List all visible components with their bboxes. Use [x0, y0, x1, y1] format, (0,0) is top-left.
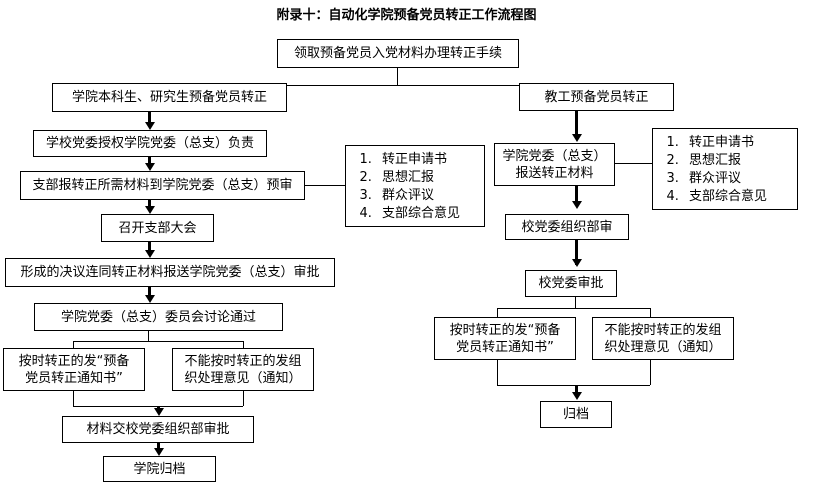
connector-right-split-bus — [497, 308, 650, 309]
list-item: 思想汇报 — [683, 152, 793, 170]
node-left-branch-head: 学院本科生、研究生预备党员转正 — [52, 83, 287, 112]
node-left-2: 支部报转正所需材料到学院党委（总支）预审 — [20, 171, 305, 200]
list-item: 群众评议 — [683, 170, 793, 188]
node-left-7: 材料交校党委组织部审批 — [62, 416, 254, 443]
connector-right-split-b — [650, 308, 651, 318]
connector-right-1 — [575, 111, 578, 139]
connector-right-merge-b — [650, 360, 651, 385]
node-left-6b: 不能按时转正的发组 织处理意见（通知） — [172, 348, 314, 391]
arrowhead-right-5 — [571, 392, 582, 400]
materials-list-left: 转正申请书 思想汇报 群众评议 支部综合意见 — [345, 145, 485, 227]
node-right-4b: 不能按时转正的发组 织处理意见（通知） — [592, 317, 734, 360]
list-item: 思想汇报 — [376, 169, 480, 187]
node-right-4a: 按时转正的发“预备 党员转正通知书” — [434, 317, 576, 360]
node-right-1: 学院党委（总支） 报送转正材料 — [494, 143, 615, 186]
connector-left-materials — [305, 185, 345, 186]
connector-left-3 — [148, 200, 151, 209]
materials-list-right: 转正申请书 思想汇报 群众评议 支部综合意见 — [652, 128, 798, 210]
arrowhead-left-2 — [144, 163, 155, 171]
connector-left-1 — [148, 112, 151, 125]
connector-right-split-down — [575, 297, 576, 308]
connector-right-5 — [575, 385, 578, 395]
connector-left-2 — [148, 157, 151, 166]
arrowhead-left-4 — [144, 250, 155, 258]
connector-right-merge-a — [497, 360, 498, 385]
arrowhead-left-5 — [144, 295, 155, 303]
connector-right-split-a — [497, 308, 498, 318]
connector-start-down — [397, 68, 398, 85]
node-left-1: 学校党委授权学院党委（总支）负责 — [33, 130, 267, 157]
connector-left-5 — [148, 287, 151, 298]
connector-left-8 — [157, 443, 160, 450]
arrowhead-left-7 — [153, 408, 164, 416]
connector-left-merge-b — [243, 391, 244, 406]
node-right-2: 校党委组织部审 — [505, 214, 629, 240]
connector-right-materials — [615, 163, 652, 164]
connector-left-split-down — [148, 331, 149, 341]
page-title: 附录十：自动化学院预备党员转正工作流程图 — [276, 8, 537, 23]
arrowhead-left-8 — [153, 448, 164, 456]
connector-right-merge-bus — [497, 385, 650, 386]
list-item: 转正申请书 — [376, 151, 480, 169]
arrowhead-right-1 — [571, 134, 582, 142]
node-right-3: 校党委审批 — [525, 270, 617, 297]
connector-left-merge-a — [73, 391, 74, 406]
connector-left-4 — [148, 242, 151, 253]
connector-left-split-bus — [73, 341, 243, 342]
arrowhead-right-3 — [571, 259, 582, 267]
list-item: 转正申请书 — [683, 134, 793, 152]
list-item: 支部综合意见 — [683, 188, 793, 206]
node-left-3: 召开支部大会 — [101, 214, 214, 242]
node-left-4: 形成的决议连同转正材料报送学院党委（总支）审批 — [5, 258, 335, 287]
node-left-5: 学院党委（总支）委员会讨论通过 — [34, 303, 283, 331]
arrowhead-right-2 — [571, 201, 582, 209]
node-start: 领取预备党员入党材料办理转正手续 — [277, 39, 519, 68]
connector-top-bus — [80, 85, 596, 86]
list-item: 支部综合意见 — [376, 205, 480, 223]
node-left-8: 学院归档 — [103, 456, 216, 482]
arrowhead-left-1 — [144, 122, 155, 130]
list-item: 群众评议 — [376, 187, 480, 205]
connector-left-split-b — [243, 341, 244, 349]
node-right-branch-head: 教工预备党员转正 — [519, 83, 674, 111]
arrowhead-left-3 — [144, 206, 155, 214]
node-right-5: 归档 — [540, 401, 612, 428]
connector-left-split-a — [73, 341, 74, 349]
node-left-6a: 按时转正的发“预备 党员转正通知书” — [3, 348, 145, 391]
connector-right-2 — [575, 186, 578, 205]
connector-right-3 — [575, 240, 578, 265]
